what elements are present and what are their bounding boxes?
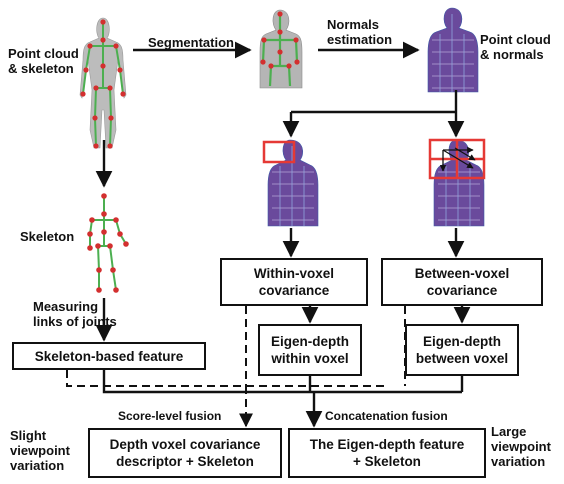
eigen-depth-between-box: Eigen-depth between voxel	[405, 324, 519, 376]
eigen-depth-feature-box: The Eigen-depth feature + Skeleton	[288, 428, 486, 478]
concatenation-fusion-label: Concatenation fusion	[325, 409, 448, 423]
depth-voxel-descriptor-box: Depth voxel covariance descriptor + Skel…	[88, 428, 282, 478]
point-cloud-skeleton-figure	[79, 17, 127, 149]
concatenation-connector	[102, 370, 464, 394]
normals-estimation-label: Normals estimation	[327, 17, 393, 47]
between-voxel-cloud-figure	[428, 138, 486, 227]
split-connector	[291, 90, 458, 114]
segmented-body-figure	[259, 9, 303, 89]
within-voxel-highlight	[262, 140, 296, 164]
measuring-links-label: Measuring links of joints	[33, 299, 117, 329]
skeleton-label: Skeleton	[20, 229, 75, 244]
score-level-fusion-label: Score-level fusion	[118, 409, 222, 423]
within-voxel-covariance-box: Within-voxel covariance	[220, 258, 368, 306]
between-voxel-covariance-box: Between-voxel covariance	[381, 258, 543, 306]
large-variation-label: Large viewpoint variation	[491, 424, 551, 469]
normals-cloud-figure	[427, 7, 479, 93]
within-voxel-cloud-figure	[262, 139, 319, 227]
point-cloud-normals-label: Point cloud & normals	[480, 32, 551, 62]
slight-variation-label: Slight viewpoint variation	[10, 428, 70, 473]
skeleton-feature-box: Skeleton-based feature	[12, 342, 206, 370]
segmentation-label: Segmentation	[148, 35, 234, 50]
eigen-depth-within-box: Eigen-depth within voxel	[258, 324, 362, 376]
point-cloud-skeleton-label: Point cloud & skeleton	[8, 46, 79, 76]
skeleton-figure	[87, 193, 129, 293]
